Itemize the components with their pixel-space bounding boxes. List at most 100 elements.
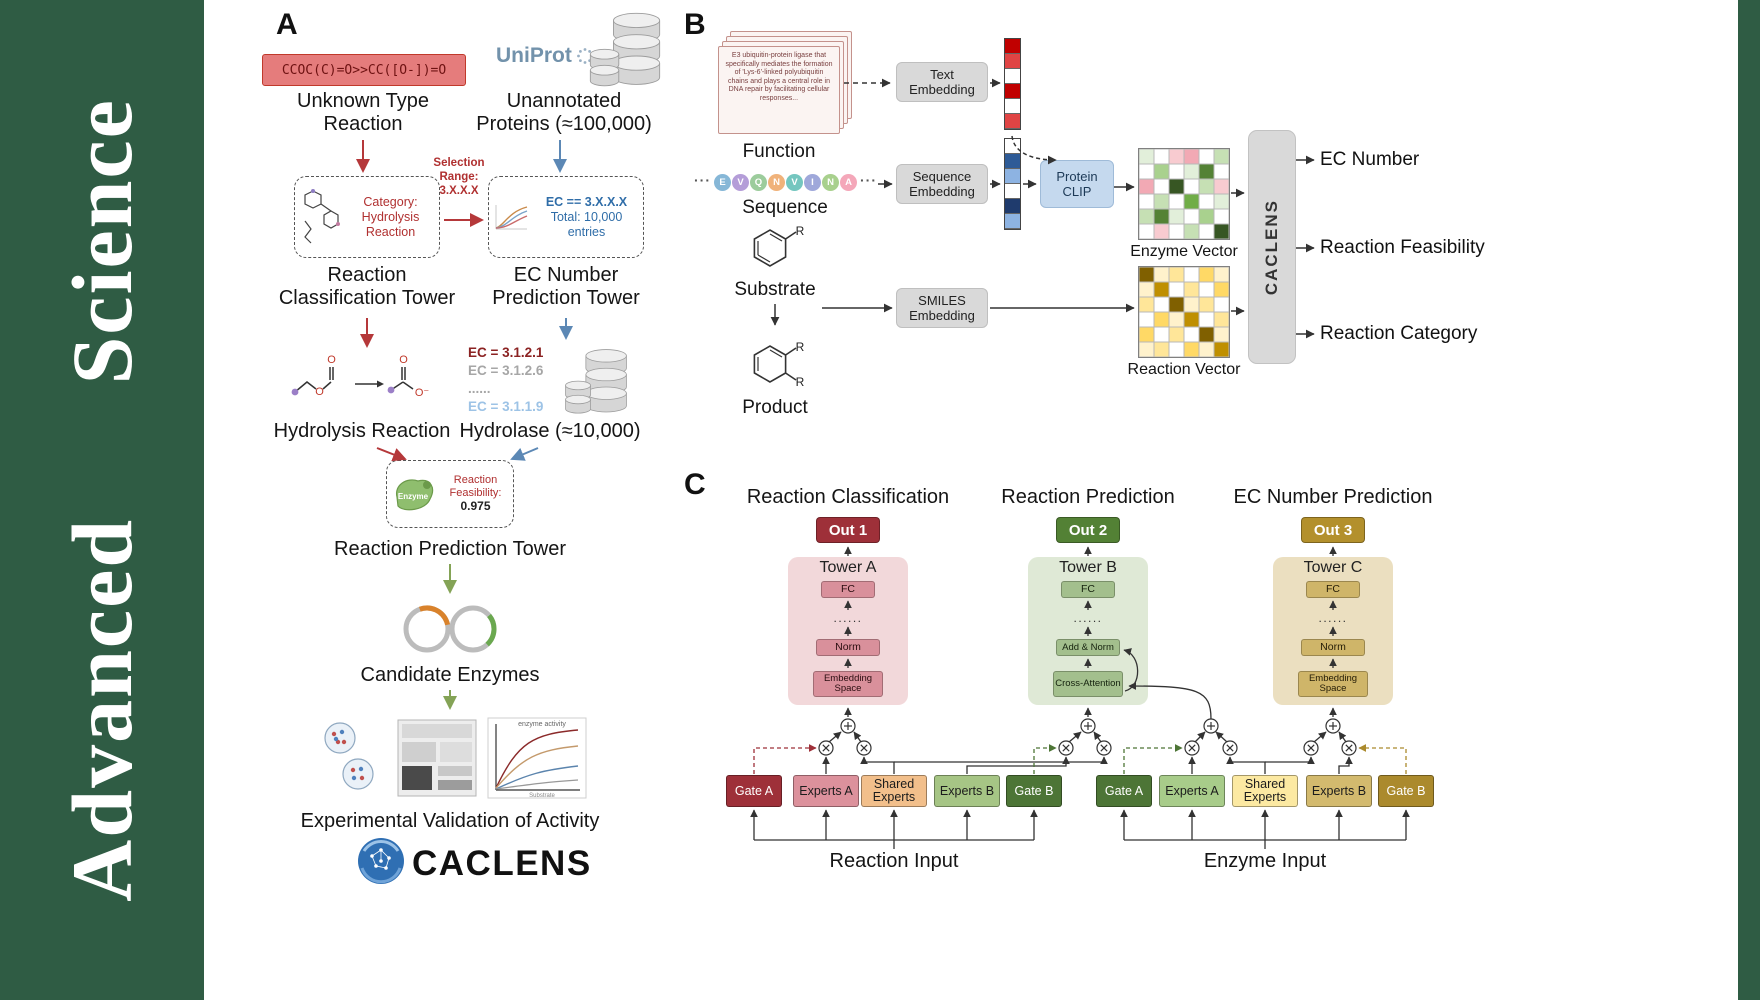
sequence-label: Sequence: [742, 197, 828, 218]
tower-b: Tower B FC ...... Add & Norm Cross-Atten…: [1028, 557, 1148, 705]
svg-text:R: R: [796, 340, 805, 354]
enzyme-input-label: Enzyme Input: [1203, 850, 1327, 872]
sequence-embedding-box: Sequence Embedding: [896, 164, 988, 204]
journal-edge: [1738, 0, 1760, 1000]
svg-text:Enzyme: Enzyme: [398, 492, 429, 501]
text-embedding-vector: [1004, 38, 1021, 130]
selection-range-label: Selection Range: 3.X.X.X: [433, 157, 485, 197]
enzyme-shared-experts-box: Shared Experts: [1232, 775, 1298, 807]
tower-c-dots: ......: [1318, 611, 1348, 625]
tower-c-embedding-space: Embedding Space: [1298, 671, 1368, 697]
substrate-structure: R: [753, 224, 805, 267]
tower-a-dots: ......: [833, 611, 863, 625]
text-embedding-box: Text Embedding: [896, 62, 988, 102]
function-label: Function: [742, 141, 816, 162]
uniprot-logo: UniProt: [496, 44, 594, 68]
candidate-enzymes-icon: [403, 605, 497, 653]
protein-database-icon: [589, 12, 661, 87]
caclens-module-label: CACLENS: [1262, 198, 1281, 296]
hydrolysis-reaction-structure: O O O O⁻: [291, 354, 430, 399]
panel-c-label: C: [684, 468, 706, 501]
tower-b-cross-attention: Cross-Attention: [1053, 671, 1123, 697]
tower-a-fc: FC: [821, 581, 875, 598]
svg-text:enzyme activity: enzyme activity: [518, 721, 566, 728]
svg-text:O: O: [327, 354, 336, 366]
reaction-prediction-tower-box: Enzyme Reaction Feasibility: 0.975: [386, 460, 514, 528]
reaction-input-label: Reaction Input: [829, 850, 959, 872]
reaction-experts-b-box: Experts B: [934, 775, 1000, 807]
output-ec-number: EC Number: [1320, 149, 1420, 170]
reaction-shared-experts-box: Shared Experts: [861, 775, 927, 807]
sequence-ellipsis-right: ···: [860, 172, 877, 188]
candidate-enzymes-label: Candidate Enzymes: [360, 664, 540, 686]
molecule-doodle-icon: [304, 189, 340, 244]
reaction-experts-a-box: Experts A: [793, 775, 859, 807]
hydrolase-label: Hydrolase (≈10,000): [459, 420, 641, 442]
output-reaction-feasibility: Reaction Feasibility: [1320, 237, 1485, 258]
ec-prediction-tower-box: EC == 3.X.X.X Total: 10,000 entries: [488, 176, 644, 258]
out-1-box: Out 1: [816, 517, 880, 543]
header-reaction-classification: Reaction Classification: [746, 486, 950, 508]
function-description: E3 ubiquitin-protein ligase that specifi…: [725, 52, 833, 102]
reaction-gate-a-box: Gate A: [726, 775, 782, 807]
reaction-prediction-tower-label: Reaction Prediction Tower: [334, 538, 566, 560]
enzyme-gate-a-box: Gate A: [1096, 775, 1152, 807]
reaction-vector-matrix: [1138, 266, 1230, 358]
sequence-ellipsis-left: ···: [694, 172, 711, 188]
output-reaction-category: Reaction Category: [1320, 323, 1478, 344]
panel-b-label: B: [684, 8, 706, 41]
svg-text:R: R: [796, 375, 805, 389]
tower-c-fc: FC: [1306, 581, 1360, 598]
tower-b-add-norm: Add & Norm: [1056, 639, 1120, 656]
svg-text:R: R: [796, 224, 805, 238]
journal-spine: Advanced Science: [0, 0, 204, 1000]
category-text: Category: Hydrolysis Reaction: [361, 194, 420, 239]
experimental-validation-label: Experimental Validation of Activity: [300, 810, 600, 832]
curves-icon: [495, 205, 528, 230]
tower-a-norm: Norm: [816, 639, 880, 656]
tower-a: Tower A FC ...... Norm Embedding Space: [788, 557, 908, 705]
tower-c-norm: Norm: [1301, 639, 1365, 656]
panel-a-label: A: [276, 8, 298, 41]
svg-text:O: O: [399, 354, 408, 366]
ec-candidates-list: EC = 3.1.2.1 EC = 3.1.2.6 ...... EC = 3.…: [468, 345, 544, 414]
ec-range-text: EC == 3.X.X.X Total: 10,000 entries: [545, 194, 628, 239]
out-2-box: Out 2: [1056, 517, 1120, 543]
enzyme-experts-b-box: Experts B: [1306, 775, 1372, 807]
reaction-classification-tower-box: Category: Hydrolysis Reaction: [294, 176, 440, 258]
hydrolysis-reaction-label: Hydrolysis Reaction: [273, 420, 451, 442]
product-label: Product: [742, 397, 808, 418]
reaction-gate-b-box: Gate B: [1006, 775, 1062, 807]
tower-b-fc: FC: [1061, 581, 1115, 598]
product-structure: R R: [753, 340, 805, 389]
substrate-label: Substrate: [734, 279, 816, 300]
enzyme-vector-label: Enzyme Vector: [1130, 243, 1238, 260]
header-ec-number-prediction: EC Number Prediction: [1233, 486, 1433, 508]
tower-a-embedding-space: Embedding Space: [813, 671, 883, 697]
enzyme-vector-matrix: [1138, 148, 1230, 240]
out-3-box: Out 3: [1301, 517, 1365, 543]
enzyme-blob-icon: Enzyme: [395, 479, 434, 511]
tower-a-title: Tower A: [819, 559, 877, 576]
enzyme-experts-a-box: Experts A: [1159, 775, 1225, 807]
smiles-embedding-box: SMILES Embedding: [896, 288, 988, 328]
svg-text:O⁻: O⁻: [415, 387, 430, 399]
tower-c-title: Tower C: [1303, 559, 1363, 576]
unknown-reaction-smiles: CCOC(C)=O>>CC([O-])=O: [262, 54, 466, 86]
tower-c: Tower C FC ...... Norm Embedding Space: [1273, 557, 1393, 705]
header-reaction-prediction: Reaction Prediction: [1001, 486, 1175, 508]
sequence-embedding-vector: [1004, 138, 1021, 230]
protein-clip-box: Protein CLIP: [1040, 160, 1114, 208]
tower-b-dots: ......: [1073, 611, 1103, 625]
function-card-front: E3 ubiquitin-protein ligase that specifi…: [718, 46, 840, 134]
enzyme-gate-b-box: Gate B: [1378, 775, 1434, 807]
journal-name: Advanced Science: [54, 98, 151, 902]
caclens-logo-icon: [358, 838, 404, 884]
hydrolase-database-icon: [565, 349, 627, 414]
